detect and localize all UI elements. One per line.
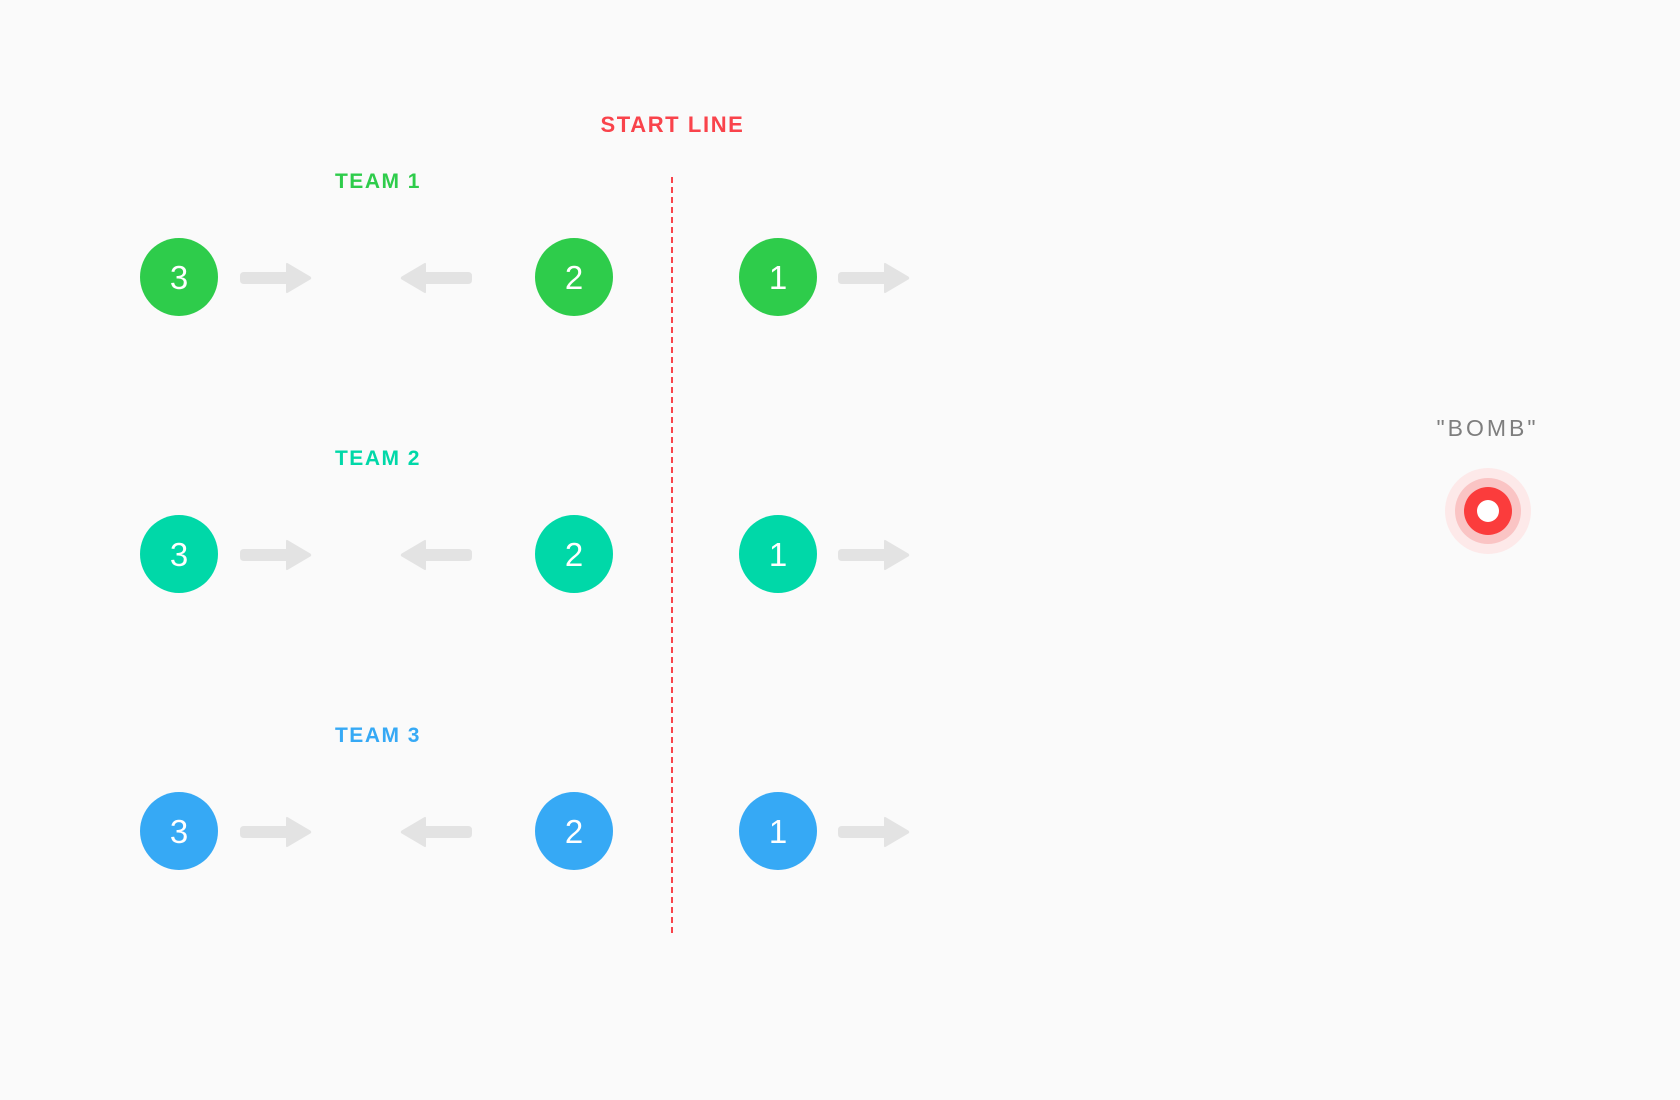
team-2-node-3[interactable]: 3 bbox=[140, 515, 218, 593]
bomb-group: "BOMB" bbox=[1380, 415, 1595, 554]
start-line-divider bbox=[671, 177, 673, 933]
arrow-right-icon bbox=[240, 539, 312, 571]
bomb-icon[interactable] bbox=[1444, 468, 1531, 554]
team-row-1: TEAM 1 3 2 1 bbox=[0, 170, 1345, 318]
arrow-right-icon bbox=[838, 816, 910, 848]
bomb-label: "BOMB" bbox=[1436, 415, 1539, 441]
bomb-center-dot bbox=[1476, 500, 1499, 522]
arrow-left-icon bbox=[400, 262, 472, 294]
team-1-node-2[interactable]: 2 bbox=[535, 238, 613, 316]
team-label-3: TEAM 3 bbox=[334, 724, 421, 747]
bomb-ring-core bbox=[1463, 487, 1512, 535]
team-row-2: TEAM 2 3 2 1 bbox=[0, 447, 1345, 595]
arrow-right-icon bbox=[838, 539, 910, 571]
team-2-node-1[interactable]: 1 bbox=[739, 515, 817, 593]
team-3-node-1[interactable]: 1 bbox=[739, 792, 817, 870]
team-label-2: TEAM 2 bbox=[334, 447, 421, 470]
team-1-node-1[interactable]: 1 bbox=[739, 238, 817, 316]
arrow-right-icon bbox=[240, 816, 312, 848]
arrow-right-icon bbox=[838, 262, 910, 294]
arrow-left-icon bbox=[400, 539, 472, 571]
team-2-node-2[interactable]: 2 bbox=[535, 515, 613, 593]
arrow-left-icon bbox=[400, 816, 472, 848]
team-1-node-3[interactable]: 3 bbox=[140, 238, 218, 316]
team-label-1: TEAM 1 bbox=[334, 170, 421, 193]
bomb-ring-mid bbox=[1454, 478, 1521, 544]
team-row-3: TEAM 3 3 2 1 bbox=[0, 724, 1345, 872]
start-line-label: START LINE bbox=[600, 112, 745, 137]
team-3-node-2[interactable]: 2 bbox=[535, 792, 613, 870]
arrow-right-icon bbox=[240, 262, 312, 294]
team-3-node-3[interactable]: 3 bbox=[140, 792, 218, 870]
